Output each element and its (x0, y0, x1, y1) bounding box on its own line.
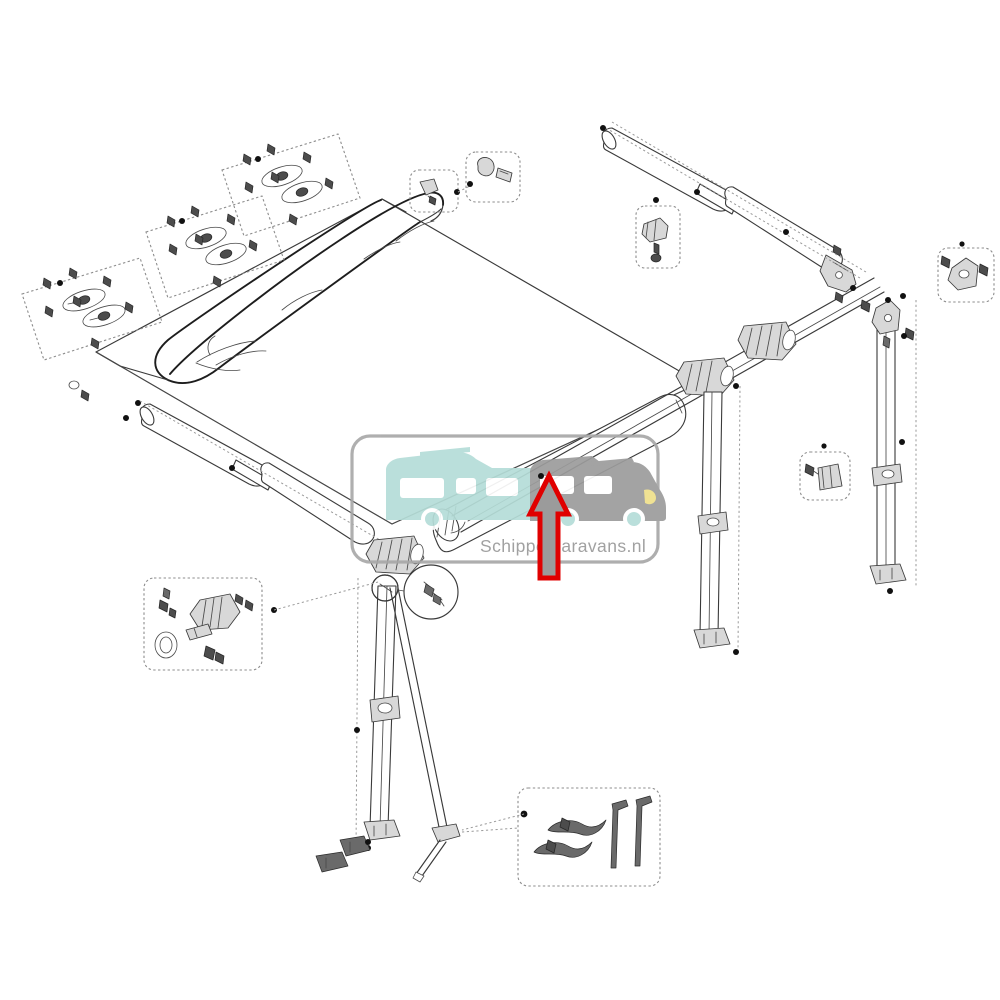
upper-telescopic-arm (600, 121, 867, 304)
guy-rope-assembly (389, 587, 519, 883)
callout-leg-joint-bracket (937, 241, 995, 303)
right-support-leg (860, 293, 917, 594)
left-support-leg (354, 574, 401, 853)
arm-knuckle-component-right (675, 357, 735, 397)
watermark-text: Schippercaravans.nl (480, 536, 646, 556)
arm-knuckle-component-left (365, 535, 425, 575)
callout-knuckle-wedge-pin (635, 197, 681, 269)
callout-bracket-kit-2 (145, 195, 285, 299)
callout-bracket-kit-1 (21, 257, 163, 361)
callout-end-cap-small (409, 169, 471, 213)
loose-mounting-feet (315, 835, 371, 873)
callout-bracket-kit-3 (221, 133, 361, 237)
lower-telescopic-arm (135, 400, 381, 545)
red-highlight-arrow (525, 470, 573, 581)
callout-end-cap-bolt (465, 151, 521, 203)
mid-right-support-leg (693, 383, 741, 655)
locator-dot (538, 473, 544, 479)
detail-magnifier (371, 564, 459, 620)
callout-leg-clamp-knob (799, 443, 851, 501)
watermark-caravan-silhouette (386, 447, 566, 530)
loose-small-fastener-left (68, 380, 129, 421)
arm-knuckle-component-center (737, 321, 797, 361)
callout-knuckle-service-kit (143, 577, 379, 671)
callout-ropes-and-pegs (461, 787, 661, 887)
